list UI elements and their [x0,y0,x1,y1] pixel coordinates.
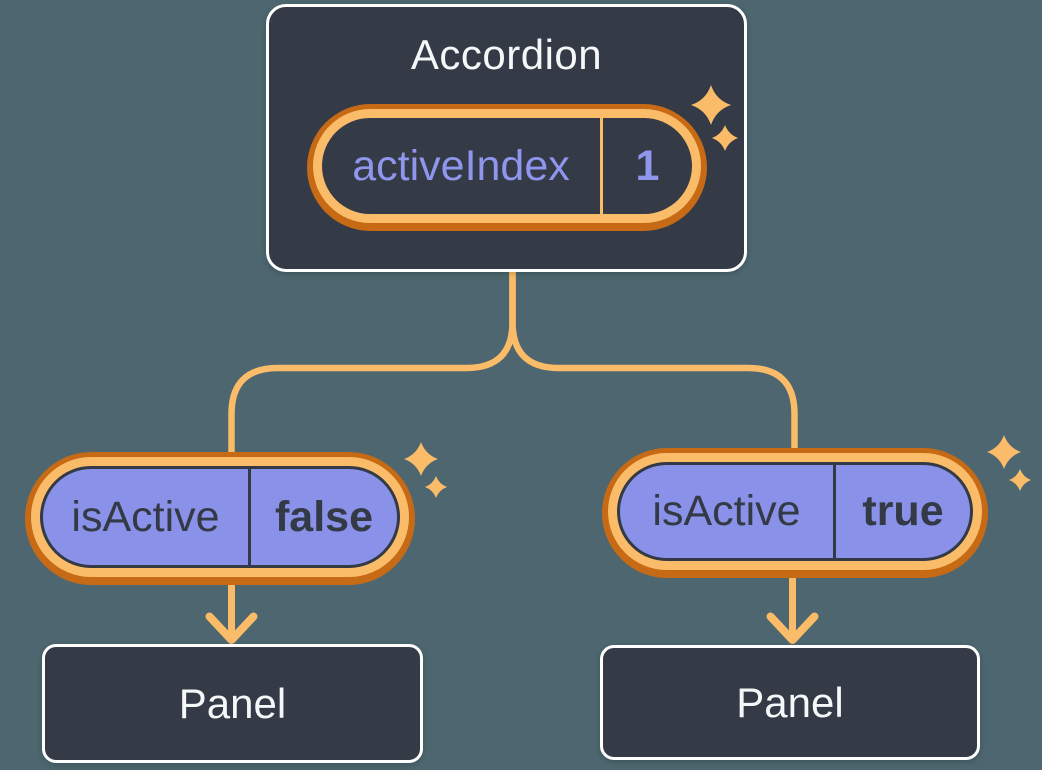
state-pill-ring: activeIndex 1 [313,109,701,223]
prop-pill-value: true [862,487,944,535]
prop-pill-isactive-left: isActive false [25,452,415,585]
branch-right-line [509,266,798,454]
state-pill-activeindex: activeIndex 1 [307,104,707,231]
state-pill-body: activeIndex 1 [322,118,692,214]
prop-pill-body: isActive true [617,462,973,561]
prop-pill-body: isActive false [40,466,400,568]
accordion-node-title: Accordion [410,31,603,78]
prop-pill-label: isActive [652,487,801,535]
state-pill-value: 1 [635,141,660,190]
branch-left-line [228,266,516,456]
prop-pill-value: false [274,492,373,541]
prop-pill-divider [248,469,251,565]
arrow-down-icon [205,581,258,644]
prop-pill-isactive-right: isActive true [602,448,988,578]
prop-pill-label: isActive [71,492,220,541]
state-pill-label: activeIndex [352,141,570,190]
prop-pill-divider [833,465,836,558]
arrow-down-icon [766,574,819,644]
panel-node-title: Panel [736,678,844,726]
prop-pill-ring: isActive false [31,457,409,577]
panel-node-right: Panel [600,645,980,760]
panel-node-title: Panel [178,679,287,727]
state-pill-divider [600,118,603,214]
panel-node-left: Panel [42,644,423,763]
prop-pill-ring: isActive true [608,453,982,570]
